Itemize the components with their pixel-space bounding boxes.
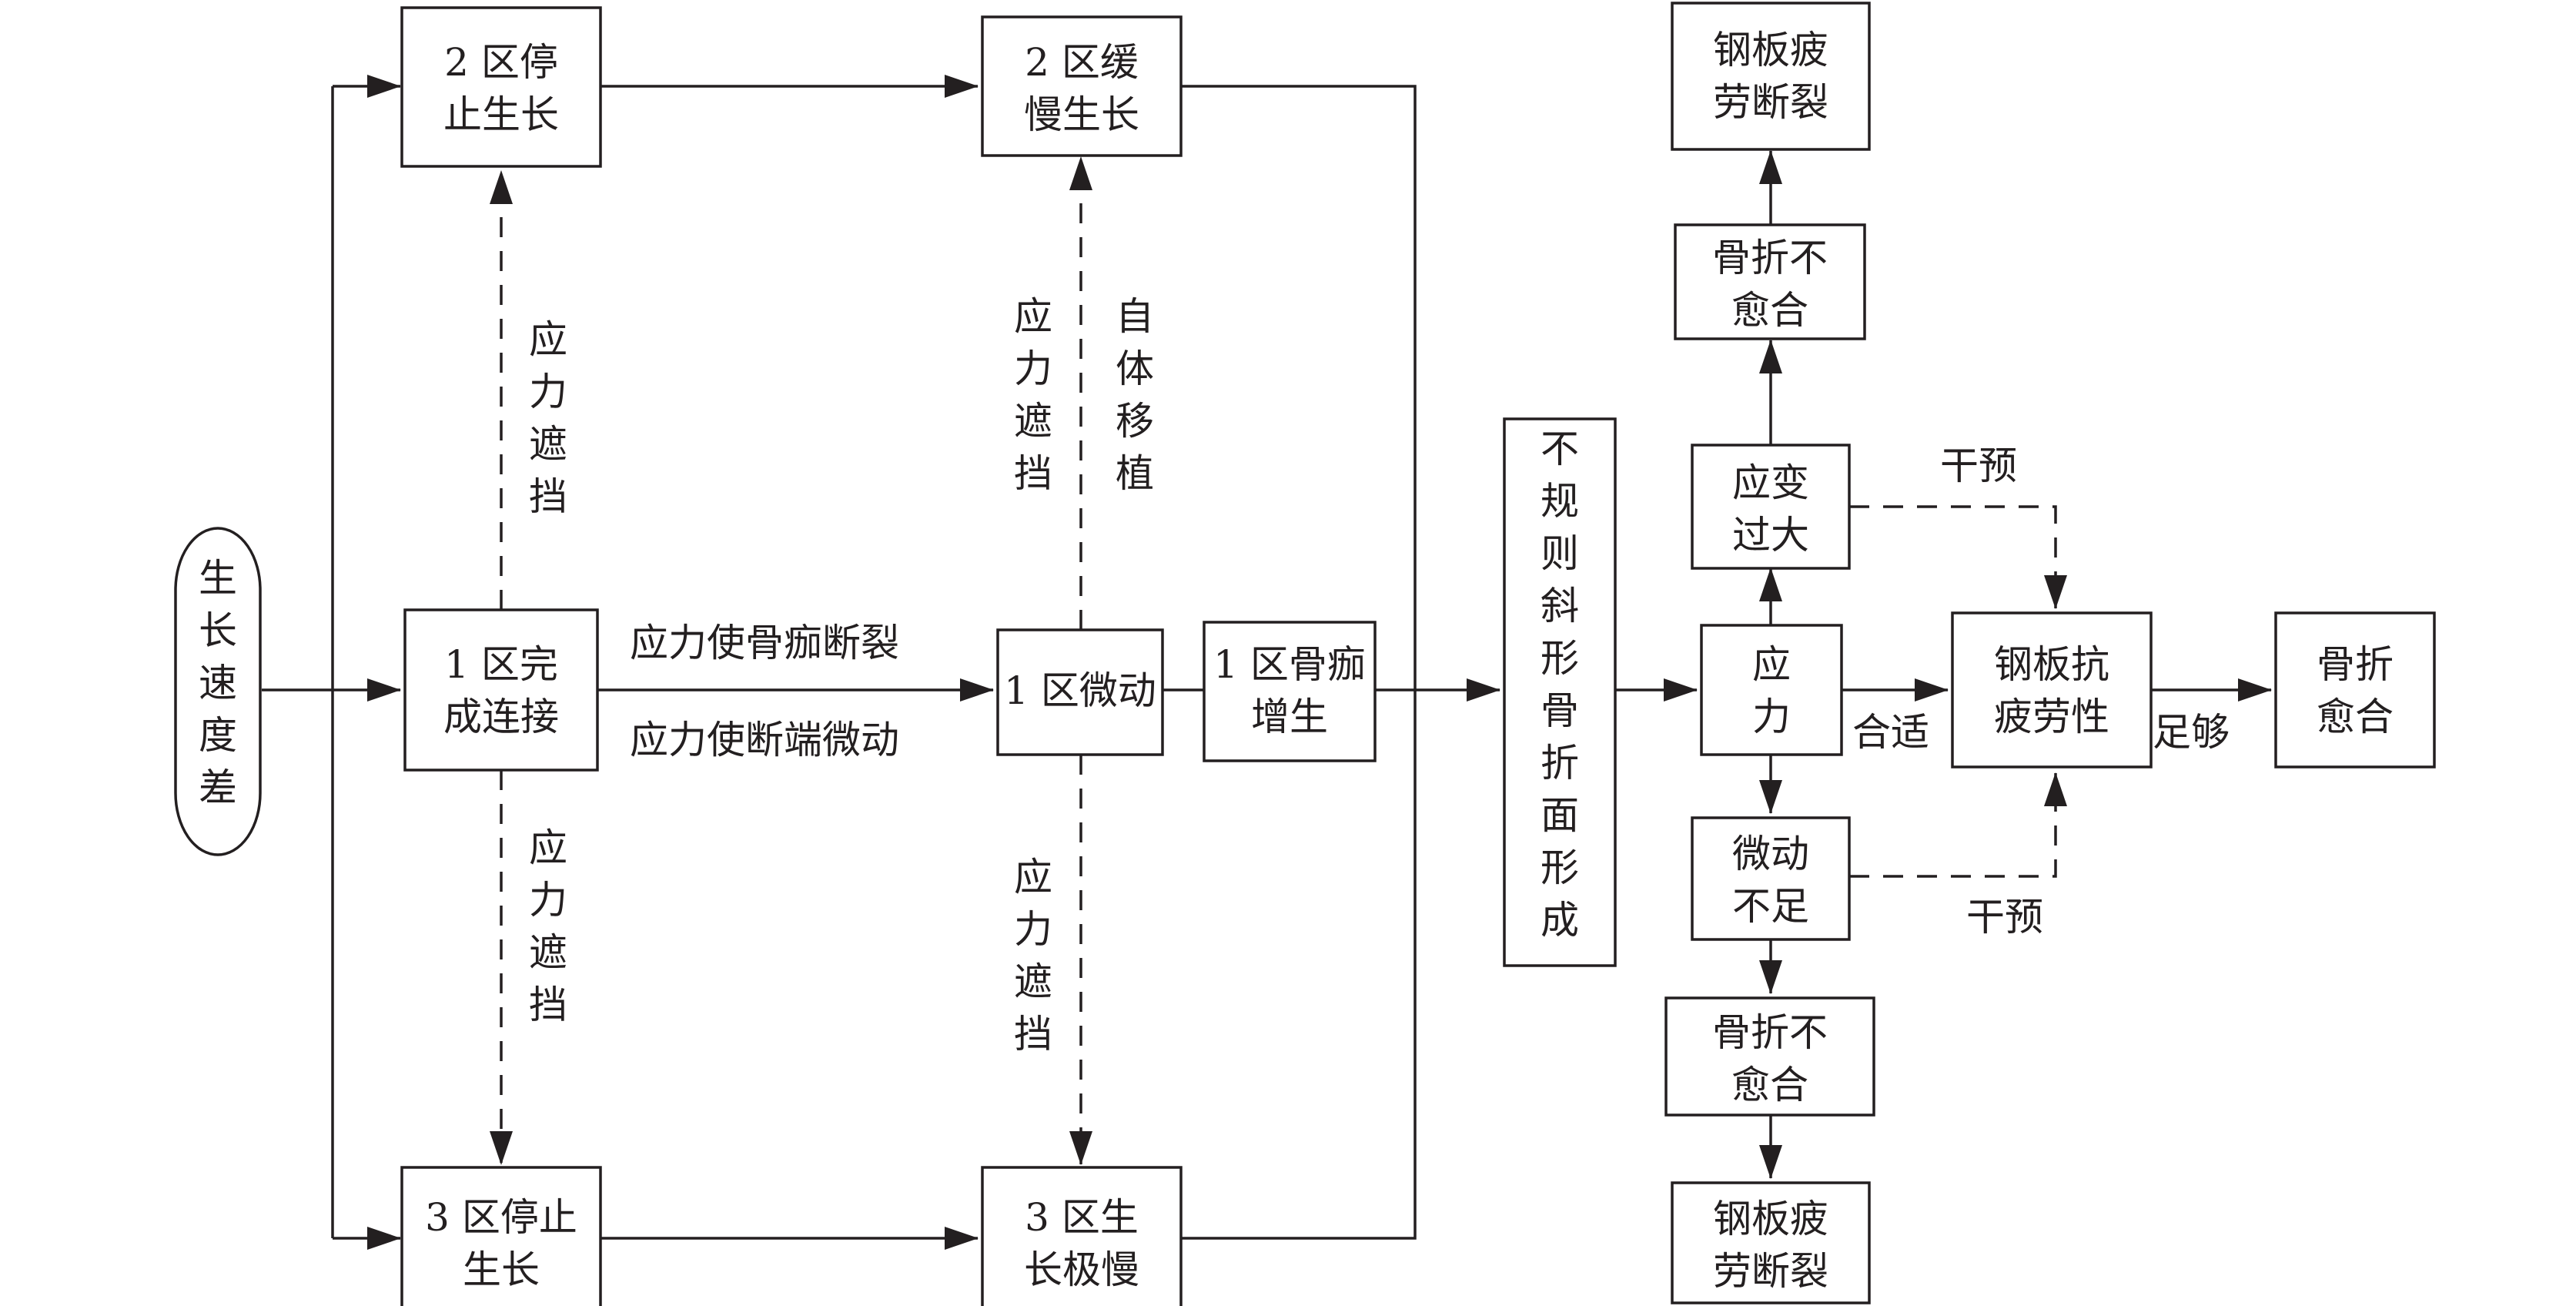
label-autograft: 自 体 移 植 — [1116, 294, 1154, 496]
node-text: 力 — [1752, 695, 1791, 739]
label-char: 挡 — [1014, 451, 1052, 496]
node-zone2-stop-growth: 2 区停 止生长 — [400, 6, 602, 168]
label-intervene-top: 干预 — [1940, 444, 2017, 488]
node-zone3-stop-growth: 3 区停止 生长 — [400, 1166, 602, 1306]
label-char: 应 — [1014, 855, 1052, 899]
node-text: 骨折不 — [1712, 1010, 1828, 1055]
node-text: 折 — [1541, 741, 1579, 785]
node-plate-fatigue-resistance: 钢板抗 疲劳性 — [1951, 611, 2153, 769]
label-char: 力 — [529, 878, 567, 923]
node-stress: 应 力 — [1700, 624, 1843, 756]
node-text: 愈合 — [2317, 695, 2394, 739]
node-text: 3 区生 — [1025, 1195, 1139, 1240]
node-text: 度 — [199, 713, 237, 758]
label-char: 应 — [529, 317, 567, 362]
node-text: 劳断裂 — [1713, 80, 1828, 125]
node-text: 1 区骨痂 — [1213, 642, 1366, 687]
label-char: 挡 — [529, 474, 567, 519]
node-text: 不 — [1541, 427, 1579, 471]
label-stress-shield-left-top: 应 力 遮 挡 — [529, 317, 567, 519]
node-text: 3 区停止 — [425, 1195, 577, 1240]
node-text: 长 — [199, 608, 237, 653]
node-text: 钢板抗 — [1994, 642, 2109, 687]
node-text: 生 — [199, 556, 237, 601]
node-text: 成 — [1541, 898, 1579, 943]
node-text: 应 — [1752, 642, 1791, 687]
node-text: 劳断裂 — [1713, 1249, 1828, 1294]
node-insufficient-micromotion: 微动 不足 — [1691, 816, 1851, 941]
edge-dashed-intervene-bottom — [1849, 772, 2067, 878]
label-stress-shield-left-bottom: 应 力 遮 挡 — [529, 825, 567, 1027]
node-growth-difference: 生 长 速 度 差 — [174, 527, 262, 856]
node-excessive-strain: 应变 过大 — [1691, 444, 1851, 570]
label-char: 遮 — [529, 930, 567, 975]
node-irregular-oblique-fracture: 不 规 则 斜 形 骨 折 面 形 成 — [1503, 417, 1617, 967]
node-text: 慢生长 — [1024, 92, 1139, 137]
label-char: 植 — [1116, 451, 1154, 496]
node-text: 面 — [1541, 793, 1579, 838]
node-text: 应变 — [1732, 460, 1809, 505]
edge-zone2slow-to-merge — [1181, 85, 1417, 1240]
label-char: 应 — [529, 825, 567, 870]
node-zone2-slow-growth: 2 区缓 慢生长 — [981, 15, 1183, 157]
label-sufficient: 足够 — [2153, 710, 2230, 755]
node-text: 2 区停 — [444, 40, 558, 85]
node-text: 形 — [1541, 636, 1579, 681]
label-stress-shield-mid-bottom: 应 力 遮 挡 — [1014, 855, 1052, 1057]
node-zone3-very-slow: 3 区生 长极慢 — [981, 1166, 1183, 1306]
node-text: 增生 — [1251, 695, 1328, 739]
node-text: 1 区微动 — [1004, 668, 1156, 713]
node-text: 生长 — [463, 1247, 540, 1292]
node-nonunion-top: 骨折不 愈合 — [1674, 223, 1866, 340]
node-text: 钢板疲 — [1713, 1197, 1828, 1241]
node-text: 斜 — [1541, 584, 1579, 628]
node-text: 1 区完 — [444, 642, 558, 687]
label-char: 体 — [1116, 347, 1154, 391]
label-char: 挡 — [529, 983, 567, 1027]
node-text: 差 — [199, 765, 237, 810]
label-char: 遮 — [529, 422, 567, 467]
node-text: 2 区缓 — [1025, 40, 1139, 85]
label-char: 应 — [1014, 294, 1052, 339]
label-char: 力 — [1014, 907, 1052, 952]
node-zone1-micromotion: 1 区微动 — [996, 628, 1164, 756]
label-char: 力 — [529, 370, 567, 414]
label-suitable: 合适 — [1852, 710, 1929, 755]
node-text: 疲劳性 — [1994, 695, 2109, 739]
node-text: 则 — [1541, 531, 1579, 576]
node-text: 愈合 — [1731, 288, 1808, 333]
node-nonunion-bottom: 骨折不 愈合 — [1664, 996, 1875, 1117]
label-stress-callus-break: 应力使骨痂断裂 — [630, 621, 899, 665]
node-text: 止生长 — [443, 92, 559, 137]
node-text: 成连接 — [443, 695, 559, 739]
node-text: 愈合 — [1731, 1063, 1808, 1107]
label-char: 移 — [1116, 399, 1154, 444]
node-text: 骨折不 — [1712, 236, 1828, 280]
node-text: 骨 — [1541, 688, 1579, 733]
edge-dashed-intervene-top — [1849, 505, 2067, 609]
node-text: 形 — [1541, 846, 1579, 890]
label-char: 遮 — [1014, 959, 1052, 1004]
node-zone1-callus: 1 区骨痂 增生 — [1203, 621, 1377, 762]
label-stress-end-micromotion: 应力使断端微动 — [630, 718, 899, 762]
node-text: 不足 — [1732, 884, 1809, 929]
node-text: 钢板疲 — [1713, 28, 1828, 72]
node-fracture-healing: 骨折 愈合 — [2274, 611, 2436, 769]
label-char: 挡 — [1014, 1012, 1052, 1057]
node-plate-fracture-bottom: 钢板疲 劳断裂 — [1671, 1181, 1871, 1304]
label-stress-shield-mid-top: 应 力 遮 挡 — [1014, 294, 1052, 496]
label-intervene-bottom: 干预 — [1966, 895, 2043, 939]
label-char: 力 — [1014, 347, 1052, 391]
node-text: 骨折 — [2317, 642, 2394, 687]
node-text: 微动 — [1732, 832, 1809, 876]
node-zone1-complete-connection: 1 区完 成连接 — [403, 608, 599, 772]
node-text: 过大 — [1732, 513, 1809, 558]
label-char: 遮 — [1014, 399, 1052, 444]
node-text: 长极慢 — [1024, 1247, 1139, 1292]
node-text: 速 — [199, 661, 237, 705]
label-char: 自 — [1116, 294, 1154, 339]
node-text: 规 — [1541, 479, 1579, 524]
node-plate-fracture-top: 钢板疲 劳断裂 — [1671, 2, 1871, 151]
